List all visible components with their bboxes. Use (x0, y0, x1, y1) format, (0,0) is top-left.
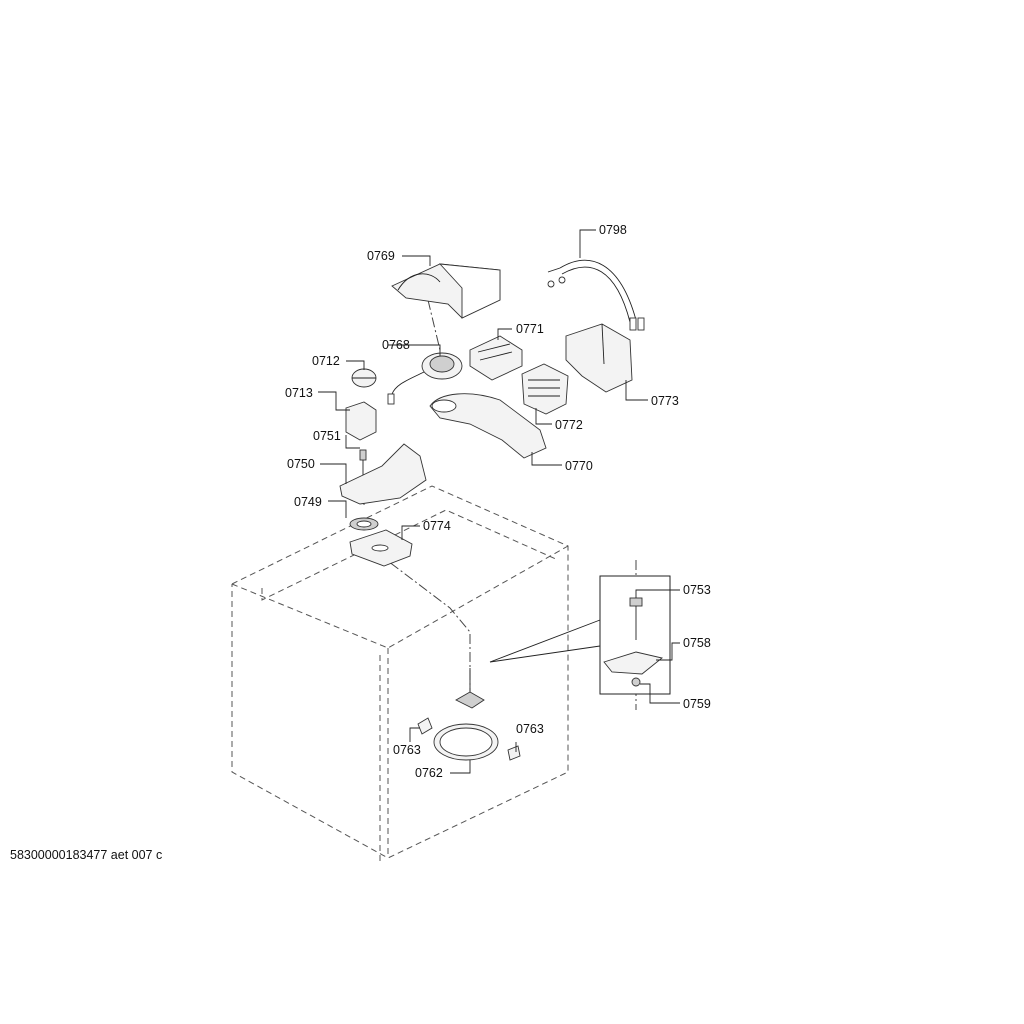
label-0759: 0759 (683, 697, 711, 711)
waveguide-part (429, 393, 547, 459)
label-0798: 0798 (599, 223, 627, 237)
label-0770: 0770 (565, 459, 593, 473)
label-0768: 0768 (382, 338, 410, 352)
document-id-footer: 58300000183477 aet 007 c (10, 848, 162, 862)
label-0713: 0713 (285, 386, 313, 400)
magnetron-cover-part (565, 323, 633, 393)
label-0749: 0749 (294, 495, 322, 509)
roller-ring-part (433, 723, 499, 761)
bracket-part (345, 401, 377, 441)
label-0771: 0771 (516, 322, 544, 336)
ring-gasket-part (349, 517, 379, 531)
label-leader-lines (318, 229, 680, 774)
clip-part-right (507, 745, 521, 761)
detail-inset-box (599, 575, 671, 695)
label-0758: 0758 (683, 636, 711, 650)
stirrer-housing-part (339, 443, 427, 505)
clip-part-left (417, 717, 433, 735)
label-0773: 0773 (651, 394, 679, 408)
label-0762: 0762 (415, 766, 443, 780)
control-board-part (469, 335, 523, 381)
label-0750: 0750 (287, 457, 315, 471)
label-0712: 0712 (312, 354, 340, 368)
label-0774: 0774 (423, 519, 451, 533)
label-0763-left: 0763 (393, 743, 421, 757)
fan-motor-part (387, 352, 463, 405)
magnetron-part (521, 363, 569, 415)
cover-plate-part (349, 529, 413, 567)
turntable-drive-part (455, 619, 601, 709)
fan-duct-part (391, 263, 501, 319)
label-0753: 0753 (683, 583, 711, 597)
label-0772: 0772 (555, 418, 583, 432)
cable-harness-part (547, 259, 645, 331)
thermostat-part (351, 368, 377, 388)
label-0751: 0751 (313, 429, 341, 443)
label-0769: 0769 (367, 249, 395, 263)
label-0763-right: 0763 (516, 722, 544, 736)
